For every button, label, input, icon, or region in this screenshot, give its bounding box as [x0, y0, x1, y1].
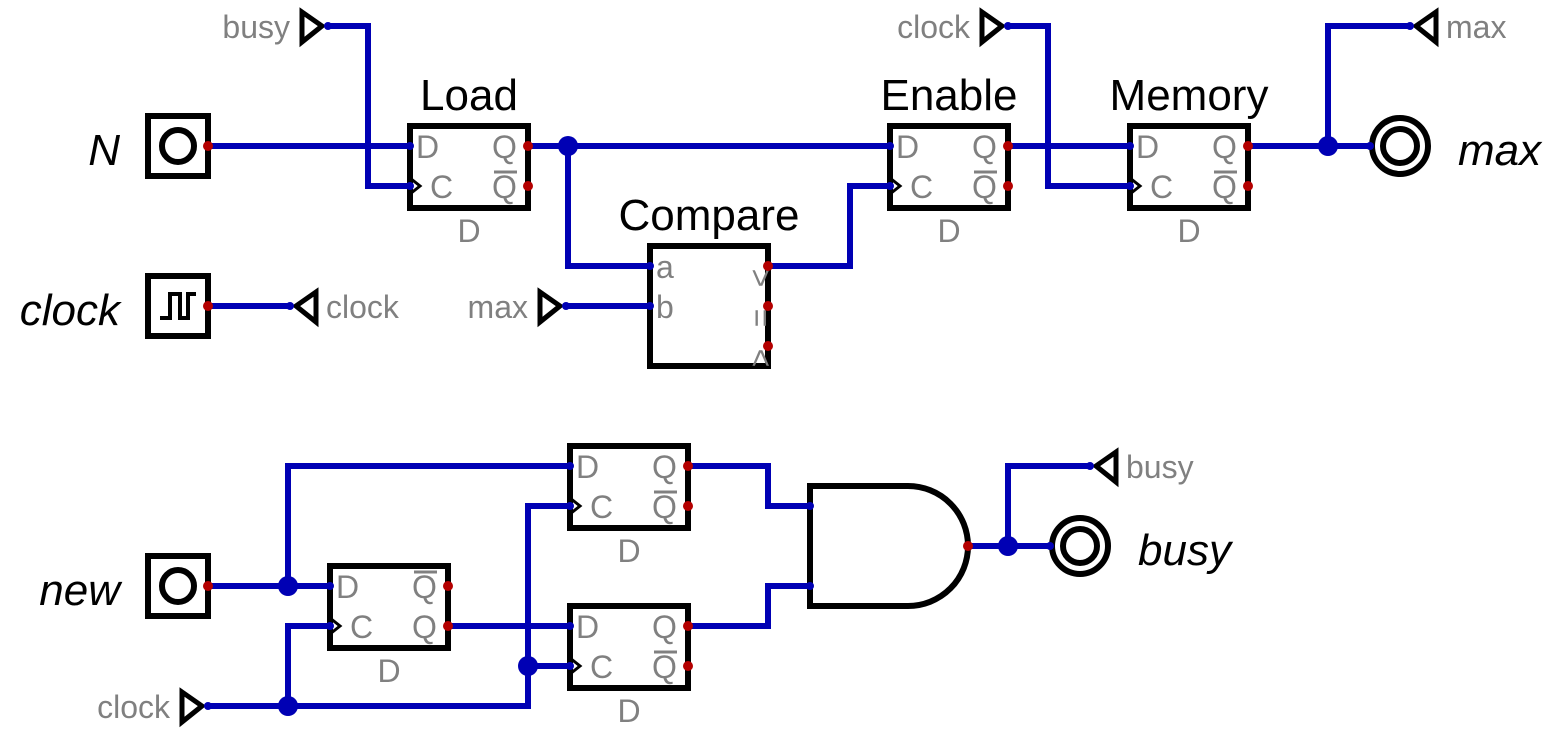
flipflop-sync-qn: Q: [412, 569, 437, 605]
compare-port-gt: >: [743, 269, 779, 288]
flipflop-memory-c: C: [1150, 169, 1173, 205]
flipflop-sync-q: Q: [412, 609, 437, 645]
flipflop-enable-d: D: [896, 129, 919, 165]
input-n-label: N: [88, 126, 120, 175]
flipflop-memory-q: Q: [1212, 129, 1237, 165]
flipflop-upper-type: D: [617, 533, 640, 569]
compare-port-b: b: [656, 289, 674, 325]
flipflop-load-qn: Q: [492, 169, 517, 205]
flipflop-memory-qn: Q: [1212, 169, 1237, 205]
compare-title: Compare: [619, 191, 800, 240]
flipflop-memory[interactable]: D C Q Q D: [1127, 123, 1253, 249]
flipflop-upper-q: Q: [652, 449, 677, 485]
flipflop-lower-c: C: [590, 649, 613, 685]
junctions: [204, 22, 1414, 716]
flipflop-load-q: Q: [492, 129, 517, 165]
tunnel-clock-bottom: clock: [97, 687, 207, 728]
tunnel-busy-bottom-label: busy: [1126, 449, 1194, 485]
flipflop-upper-c: C: [590, 489, 613, 525]
output-busy-label: busy: [1138, 526, 1234, 575]
tunnel-max-top-label: max: [1446, 9, 1506, 45]
clock-icon: [160, 292, 196, 320]
tunnel-busy-top: busy: [222, 7, 327, 48]
flipflop-sync[interactable]: D C Q Q D: [327, 563, 453, 689]
memory-title: Memory: [1110, 71, 1269, 120]
tunnel-max-mid: max: [468, 287, 565, 328]
and-gate[interactable]: [807, 483, 973, 609]
tunnel-clock-mid: clock: [291, 287, 400, 328]
flipflop-sync-type: D: [377, 653, 400, 689]
flipflop-sync-c: C: [350, 609, 373, 645]
flipflop-memory-type: D: [1177, 213, 1200, 249]
tunnel-max-top: max: [1411, 7, 1506, 48]
compare-port-lt: <: [743, 349, 779, 368]
compare-port-eq: =: [743, 309, 779, 328]
tunnel-clock-bottom-label: clock: [97, 689, 171, 725]
enable-title: Enable: [880, 71, 1017, 120]
load-title: Load: [420, 71, 518, 120]
wires: [208, 23, 1410, 709]
output-max-label: max: [1458, 126, 1543, 175]
flipflop-lower-d: D: [576, 609, 599, 645]
input-n[interactable]: N: [88, 113, 211, 179]
flipflop-lower-q: Q: [652, 609, 677, 645]
input-new[interactable]: new: [39, 553, 211, 619]
input-clock[interactable]: clock: [20, 273, 211, 339]
tunnel-busy-top-label: busy: [222, 9, 290, 45]
flipflop-load-type: D: [457, 213, 480, 249]
flipflop-lower-qn: Q: [652, 649, 677, 685]
flipflop-sync-d: D: [336, 569, 359, 605]
io-pins: [203, 141, 213, 591]
flipflop-upper[interactable]: D C Q Q D: [567, 443, 693, 569]
comparator[interactable]: a b > = <: [647, 243, 779, 369]
flipflop-lower[interactable]: D C Q Q D: [567, 603, 693, 729]
tunnel-clock-mid-label: clock: [326, 289, 400, 325]
input-new-label: new: [39, 566, 123, 615]
tunnel-busy-bottom: busy: [1091, 447, 1194, 488]
output-busy[interactable]: busy: [1049, 515, 1234, 577]
flipflop-memory-d: D: [1136, 129, 1159, 165]
flipflop-enable[interactable]: D C Q Q D: [887, 123, 1013, 249]
compare-port-a: a: [656, 249, 674, 285]
flipflop-enable-q: Q: [972, 129, 997, 165]
input-clock-label: clock: [20, 286, 122, 335]
flipflop-upper-d: D: [576, 449, 599, 485]
flipflop-upper-qn: Q: [652, 489, 677, 525]
flipflop-load-c: C: [430, 169, 453, 205]
flipflop-enable-c: C: [910, 169, 933, 205]
tunnel-clock-top: clock: [897, 7, 1007, 48]
flipflop-load-d: D: [416, 129, 439, 165]
tunnel-max-mid-label: max: [468, 289, 528, 325]
tunnel-clock-top-label: clock: [897, 9, 971, 45]
flipflop-lower-type: D: [617, 693, 640, 729]
flipflop-enable-type: D: [937, 213, 960, 249]
output-max[interactable]: max: [1369, 115, 1543, 177]
flipflop-enable-qn: Q: [972, 169, 997, 205]
flipflop-load[interactable]: D C Q Q D: [407, 123, 533, 249]
